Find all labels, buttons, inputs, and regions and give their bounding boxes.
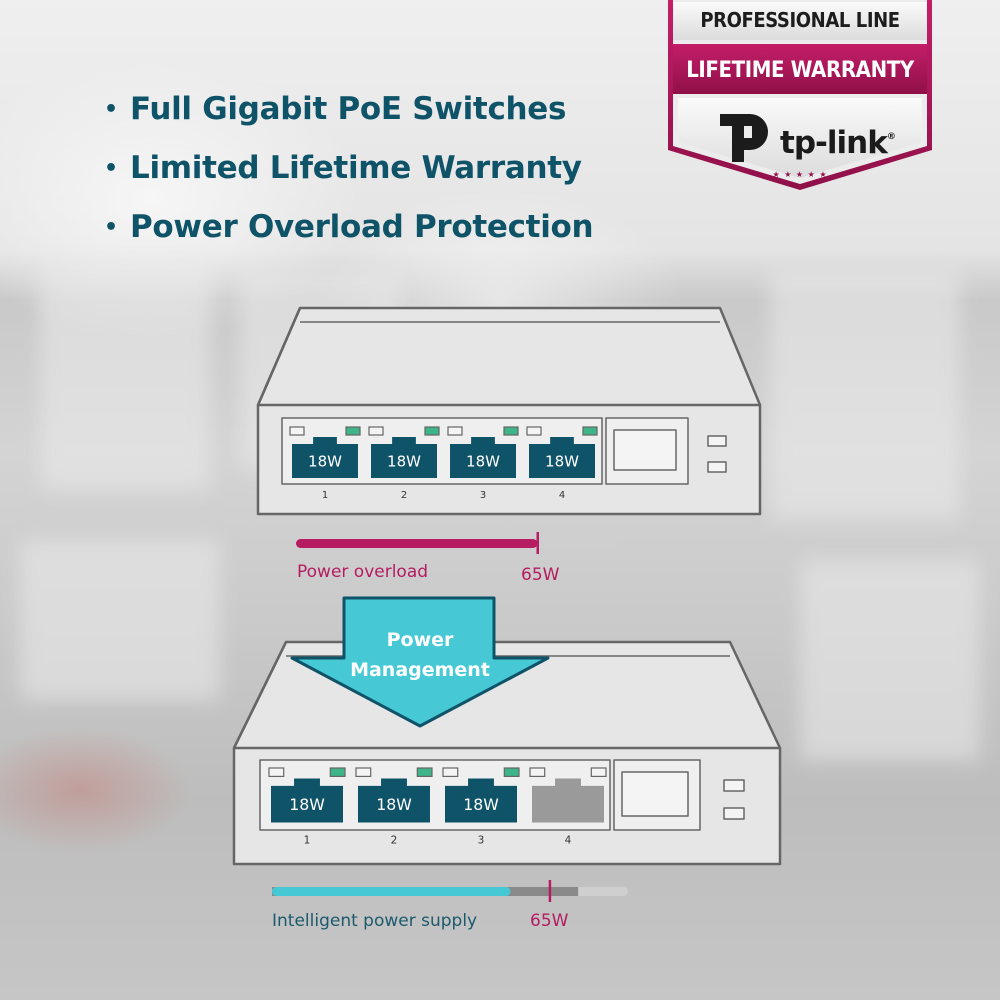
port-number: 4: [565, 835, 572, 847]
port-led-left: [268, 767, 285, 777]
intelligent-power-label: Intelligent power supply: [272, 911, 478, 931]
port-number: 3: [478, 835, 485, 847]
port-led-left: [526, 426, 542, 436]
port-led-right: [424, 426, 440, 436]
power-management-arrow-icon: [290, 596, 550, 728]
port-power-label: 18W: [376, 795, 412, 814]
feature-list: •Full Gigabit PoE Switches •Limited Life…: [104, 80, 594, 257]
ethernet-port-icon: [532, 778, 604, 823]
feature-text: Limited Lifetime Warranty: [130, 150, 582, 186]
badge-line-warranty: LIFETIME WARRANTY: [686, 58, 914, 83]
port-led-left: [289, 426, 305, 436]
port-led-left: [368, 426, 384, 436]
port-led-right: [503, 426, 519, 436]
port-led-right: [345, 426, 361, 436]
port-led-right: [503, 767, 520, 777]
feature-text: Full Gigabit PoE Switches: [130, 91, 567, 127]
port-led-right: [416, 767, 433, 777]
bottom-port-group: 18W 1 18W 2 18W 3 4: [268, 767, 607, 847]
port-power-label: 18W: [387, 453, 421, 471]
port-number: 2: [391, 835, 398, 847]
port-led-right: [582, 426, 598, 436]
feature-text: Power Overload Protection: [130, 209, 594, 245]
port-number: 1: [304, 835, 311, 847]
ethernet-port-icon: [529, 437, 595, 478]
ethernet-port-icon: [450, 437, 516, 478]
arrow-label: Power Management: [320, 625, 520, 685]
bottom-limit-label: 65W: [530, 911, 569, 931]
brand-name: tp-link: [780, 125, 888, 161]
port-led-right: [329, 767, 346, 777]
port-power-label: 18W: [289, 795, 325, 814]
badge-stars: ★ ★ ★ ★ ★: [772, 170, 828, 179]
ethernet-port-icon: [292, 437, 358, 478]
feature-item: •Limited Lifetime Warranty: [104, 150, 582, 186]
port-led-left: [529, 767, 546, 777]
port-power-label: 18W: [545, 453, 579, 471]
warranty-badge: PROFESSIONAL LINE LIFETIME WARRANTY tp-l…: [668, 0, 932, 190]
port-number: 3: [480, 490, 486, 501]
ethernet-port-icon: [358, 778, 430, 823]
ethernet-port-icon: [445, 778, 517, 823]
bottom-bar-limit-marker: [548, 880, 552, 902]
brand-wordmark: tp-link®: [780, 125, 896, 161]
top-bar-overload-fill: [296, 539, 538, 548]
arrow-label-line1: Power: [386, 629, 454, 651]
ethernet-port-icon: [371, 437, 437, 478]
trademark-symbol: ®: [886, 132, 896, 142]
port-led-left: [355, 767, 372, 777]
switch-top: [256, 306, 762, 516]
port-led-right: [590, 767, 607, 777]
top-port-group: 18W 1 18W 2 18W 3 18W 4: [289, 426, 598, 501]
port-power-label: 18W: [466, 453, 500, 471]
port-led-left: [447, 426, 463, 436]
bottom-bar-supply-fill: [272, 887, 511, 896]
feature-item: •Full Gigabit PoE Switches: [104, 91, 567, 127]
tp-link-logo-icon: [720, 114, 768, 162]
ethernet-port-icon: [271, 778, 343, 823]
arrow-label-line2: Management: [350, 659, 490, 681]
port-number: 2: [401, 490, 407, 501]
top-bar-limit-marker: [536, 532, 539, 554]
port-led-left: [442, 767, 459, 777]
badge-line-professional: PROFESSIONAL LINE: [700, 8, 900, 32]
top-limit-label: 65W: [521, 565, 560, 585]
port-power-label: 18W: [463, 795, 499, 814]
power-overload-label: Power overload: [297, 562, 429, 582]
port-number: 4: [559, 490, 565, 501]
port-number: 1: [322, 490, 328, 501]
feature-item: •Power Overload Protection: [104, 209, 594, 245]
port-power-label: 18W: [308, 453, 342, 471]
